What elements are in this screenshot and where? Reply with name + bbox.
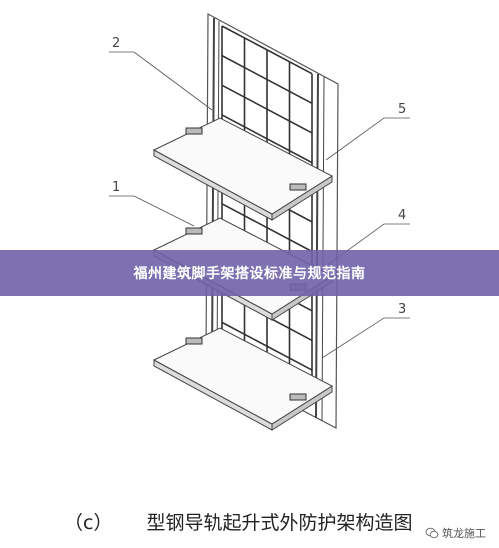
banner-title: 福州建筑脚手架搭设标准与规范指南 — [133, 266, 366, 282]
mesh-horizontal-bar — [221, 321, 313, 371]
bracket — [289, 183, 307, 191]
wechat-icon — [425, 527, 439, 539]
mesh-horizontal-bar — [221, 203, 313, 253]
work-platform — [152, 327, 334, 431]
caption-label: （c） — [64, 512, 113, 534]
watermark-text: 筑龙施工 — [442, 527, 486, 540]
bracket — [185, 337, 203, 345]
watermark: 筑龙施工 — [422, 524, 489, 542]
callout-1: 1 — [112, 180, 120, 195]
callout-4: 4 — [398, 208, 406, 223]
caption-text: 型钢导轨起升式外防护架构造图 — [146, 512, 413, 534]
callout-2: 2 — [112, 36, 120, 51]
work-platform — [152, 117, 334, 221]
callout-labels: 2 1 5 4 3 — [112, 36, 406, 317]
figure-caption: （c） 型钢导轨起升式外防护架构造图 — [64, 508, 412, 535]
main-frame — [205, 12, 339, 429]
mesh-horizontal-bar — [221, 54, 313, 105]
callout-3: 3 — [398, 302, 406, 317]
title-banner: 福州建筑脚手架搭设标准与规范指南 — [0, 250, 499, 296]
mesh-horizontal-bar — [221, 84, 313, 134]
mesh-horizontal-bar — [221, 25, 313, 75]
mesh-horizontal-bar — [221, 114, 313, 164]
bracket — [289, 393, 307, 401]
bracket — [185, 127, 203, 135]
callout-5: 5 — [398, 102, 406, 117]
bracket — [185, 227, 203, 235]
